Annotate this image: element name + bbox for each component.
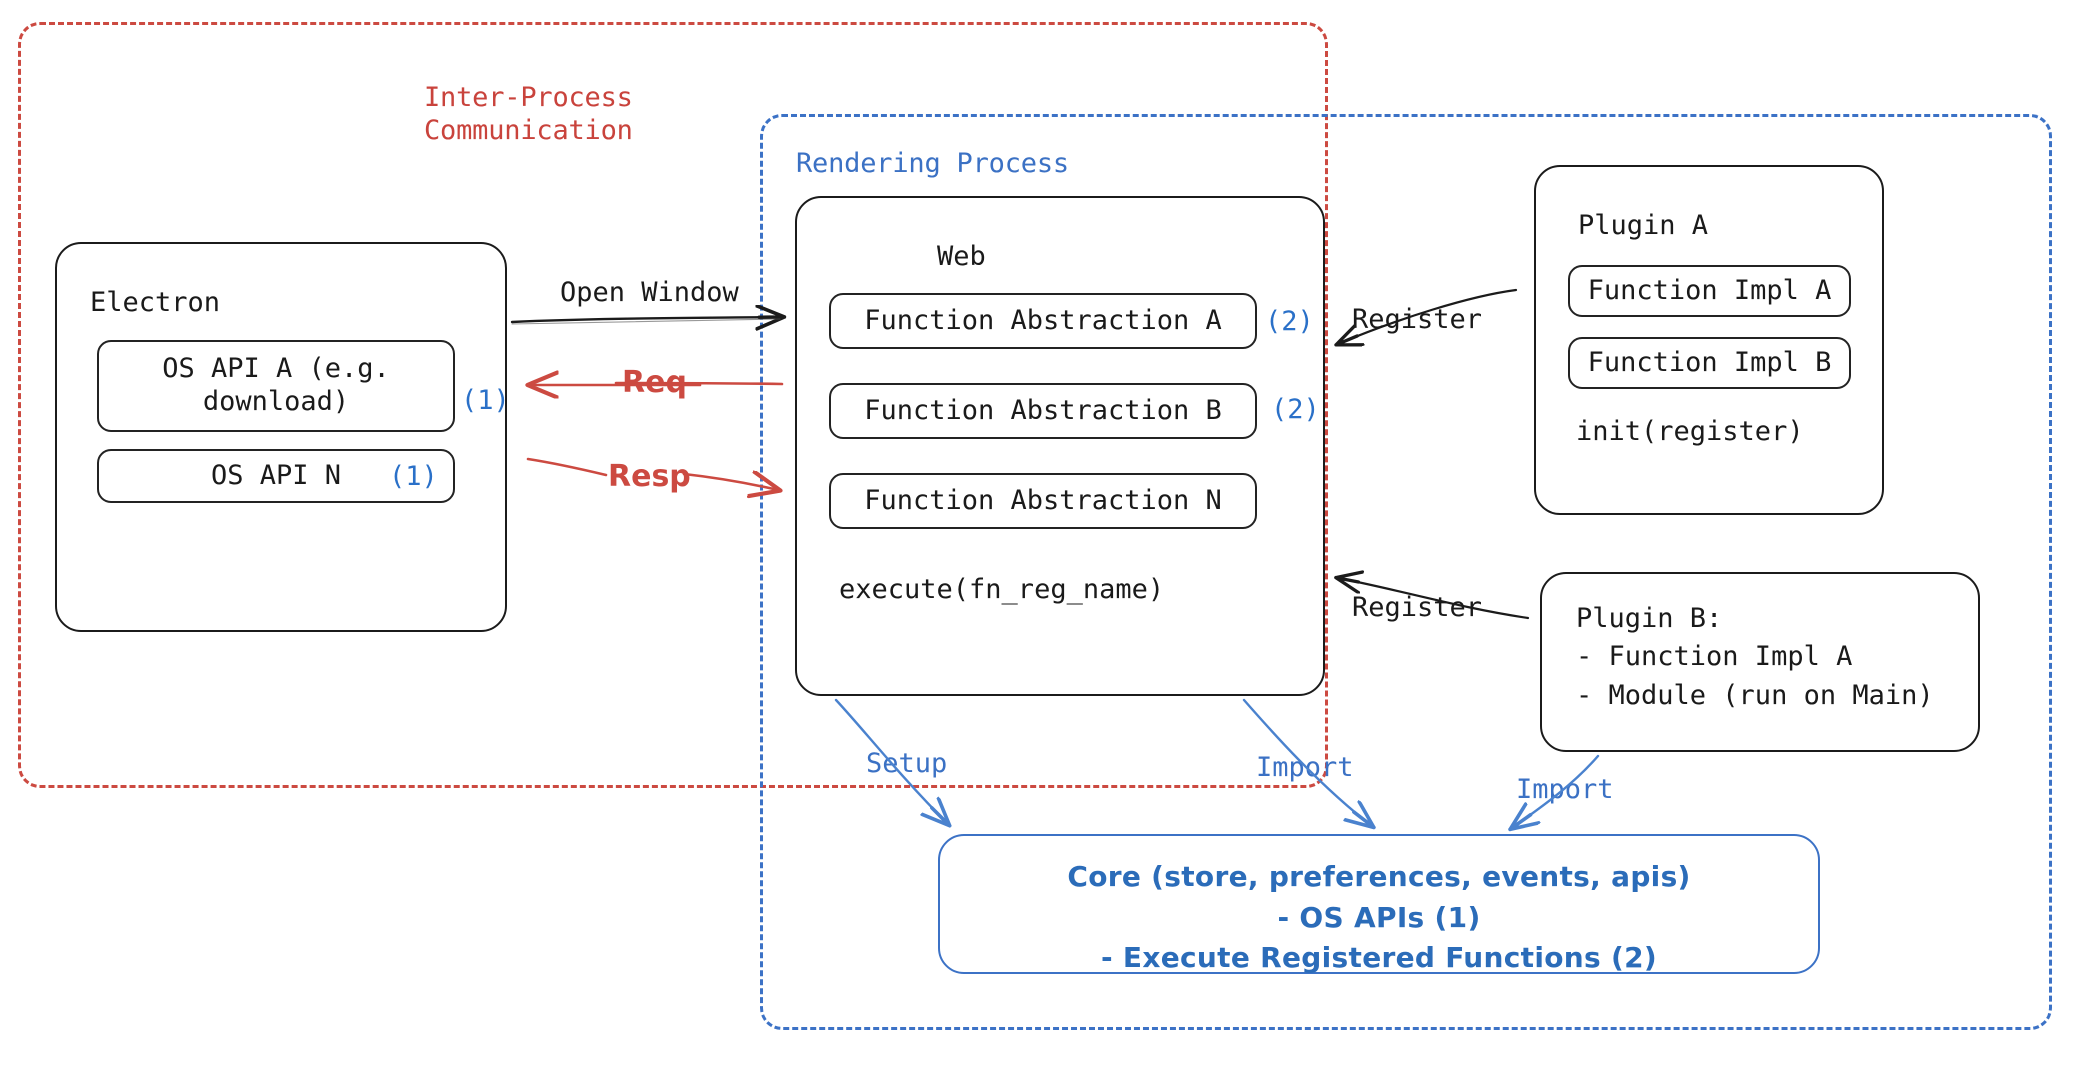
- web-box[interactable]: Web Function Abstraction A (2) Function …: [795, 196, 1325, 696]
- group-rendering-process: [760, 114, 2052, 1030]
- function-abstraction-a-label: Function Abstraction A: [864, 304, 1222, 336]
- function-abstraction-b-marker: (2): [1271, 394, 1320, 425]
- os-api-a-label: OS API A (e.g. download): [162, 353, 390, 417]
- edge-label-import-plugin-b: Import: [1516, 774, 1614, 805]
- group-label-inter-process-communication: Inter-Process Communication: [424, 82, 633, 146]
- plugin-a-init-label: init(register): [1576, 416, 1804, 447]
- edge-label-req: Req: [622, 365, 687, 400]
- web-execute-label: execute(fn_reg_name): [839, 574, 1165, 605]
- group-inter-process-communication: [18, 22, 1328, 788]
- plugin-b-box[interactable]: Plugin B: - Function Impl A - Module (ru…: [1540, 572, 1980, 752]
- function-abstraction-n-label: Function Abstraction N: [864, 484, 1222, 516]
- plugin-b-label: Plugin B: - Function Impl A - Module (ru…: [1576, 603, 1934, 711]
- function-abstraction-n-box[interactable]: Function Abstraction N: [829, 473, 1257, 529]
- plugin-a-title: Plugin A: [1578, 210, 1709, 241]
- edge-label-register-plugin-b: Register: [1352, 592, 1483, 623]
- function-abstraction-b-box[interactable]: Function Abstraction B: [829, 383, 1257, 439]
- core-box[interactable]: Core (store, preferences, events, apis) …: [938, 834, 1820, 974]
- web-title: Web: [937, 241, 986, 272]
- function-abstraction-a-box[interactable]: Function Abstraction A: [829, 293, 1257, 349]
- group-label-rendering-process: Rendering Process: [796, 148, 1069, 179]
- plugin-a-function-impl-b-box[interactable]: Function Impl B: [1568, 337, 1851, 389]
- plugin-a-function-impl-a-box[interactable]: Function Impl A: [1568, 265, 1851, 317]
- plugin-a-function-impl-a-label: Function Impl A: [1587, 274, 1832, 306]
- edge-label-register-plugin-a: Register: [1352, 304, 1483, 335]
- edge-label-import-web: Import: [1256, 752, 1354, 783]
- plugin-a-function-impl-b-label: Function Impl B: [1587, 346, 1832, 378]
- os-api-n-box[interactable]: OS API N: [97, 449, 455, 503]
- electron-title: Electron: [90, 287, 221, 318]
- edge-label-setup: Setup: [866, 748, 948, 779]
- edge-label-resp: Resp: [608, 459, 691, 494]
- os-api-n-label: OS API N: [210, 459, 342, 491]
- electron-box[interactable]: Electron OS API A (e.g. download) (1) OS…: [55, 242, 510, 632]
- function-abstraction-a-marker: (2): [1265, 306, 1314, 337]
- plugin-a-box[interactable]: Plugin A Function Impl A Function Impl B…: [1534, 165, 1884, 515]
- core-label: Core (store, preferences, events, apis) …: [1067, 860, 1691, 975]
- os-api-a-box[interactable]: OS API A (e.g. download): [97, 340, 455, 432]
- edge-label-open-window: Open Window: [560, 277, 739, 308]
- os-api-a-marker: (1): [461, 385, 510, 416]
- os-api-n-marker: (1): [389, 461, 438, 492]
- function-abstraction-b-label: Function Abstraction B: [864, 394, 1222, 426]
